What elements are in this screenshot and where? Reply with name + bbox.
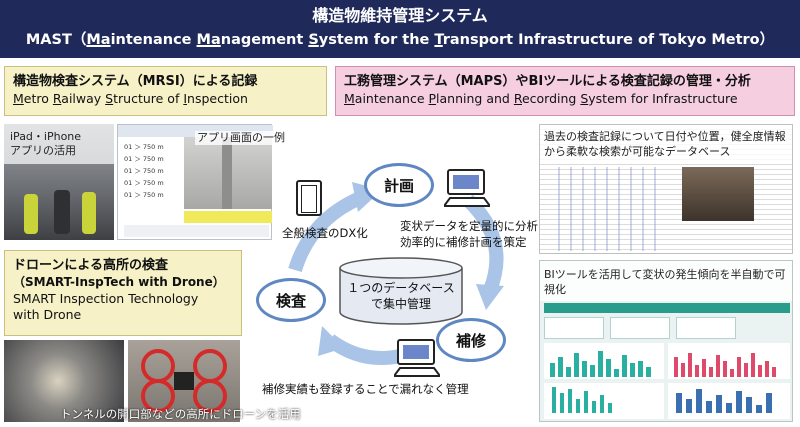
repair-record-label: 補修実績も登録することで漏れなく管理 — [262, 382, 469, 396]
worker-figure — [54, 190, 70, 234]
page-subtitle: MAST（Maintenance Management System for t… — [25, 32, 775, 48]
app-caption: アプリ画面の一例 — [195, 131, 287, 145]
bi-kpi-card — [544, 317, 604, 339]
database-screen: 過去の検査記録について日付や位置，健全度情報から柔軟な検索が可能なデータベース — [539, 124, 793, 254]
computer-icon — [444, 169, 490, 207]
tablet-icon — [296, 180, 322, 216]
bi-charts — [544, 343, 790, 419]
drone-icon — [141, 349, 227, 413]
mrsi-subtitle: Metro Railway Structure of Inspection — [13, 91, 248, 106]
mrsi-title: 構造物検査システム（MRSI）による記録 — [13, 74, 258, 89]
bi-kpi-card — [610, 317, 670, 339]
maps-title: 工務管理システム（MAPS）やBIツールによる検査記録の管理・分析 — [344, 74, 751, 89]
drone-subtitle-en: SMART Inspection Technology with Drone — [13, 291, 199, 322]
database-caption: 過去の検査記録について日付や位置，健全度情報から柔軟な検索が可能なデータベース — [544, 130, 786, 158]
node-repair: 補修 — [436, 318, 506, 362]
database-label: １つのデータベース で集中管理 — [347, 281, 455, 311]
bi-caption: BIツールを活用して変状の発生傾向を半自動で可視化 — [544, 268, 786, 296]
inspection-photo: iPad・iPhone アプリの活用 — [4, 124, 114, 240]
database-photo — [682, 167, 754, 221]
page-header: 構造物維持管理システム MAST（Maintenance Management … — [0, 0, 800, 58]
photo-caption: iPad・iPhone アプリの活用 — [10, 130, 82, 157]
worker-figure — [82, 192, 96, 234]
app-list: 01 ＞ 750 m 01 ＞ 750 m 01 ＞ 750 m 01 ＞ 75… — [124, 143, 164, 199]
app-photo — [184, 137, 272, 209]
page-title: 構造物維持管理システム — [312, 6, 488, 25]
maps-box: 工務管理システム（MAPS）やBIツールによる検査記録の管理・分析 Mainte… — [335, 66, 795, 116]
drone-subtitle-code: （SMART-InspTech with Drone） — [13, 275, 225, 289]
computer-icon — [394, 339, 440, 377]
drone-photo — [128, 340, 240, 422]
analysis-label: 変状データを定量的に分析 効率的に補修計画を策定 — [400, 219, 538, 249]
drone-title: ドローンによる高所の検査 — [13, 258, 168, 273]
worker-figure — [24, 194, 38, 234]
maps-subtitle: Maintenance Planning and Recording Syste… — [344, 91, 738, 106]
bi-kpi-card — [676, 317, 736, 339]
tunnel-photo — [4, 340, 124, 422]
dx-label: 全般検査のDX化 — [282, 226, 368, 240]
node-plan: 計画 — [364, 163, 434, 207]
node-inspect: 検査 — [256, 278, 326, 322]
drone-box: ドローンによる高所の検査 （SMART-InspTech with Drone）… — [4, 250, 242, 336]
bi-dashboard: BIツールを活用して変状の発生傾向を半自動で可視化 — [539, 260, 793, 422]
database-cylinder — [339, 257, 463, 325]
mrsi-box: 構造物検査システム（MRSI）による記録 Metro Railway Struc… — [4, 66, 327, 116]
drone-photo-caption: トンネルの開口部などの高所にドローンを活用 — [60, 407, 301, 421]
